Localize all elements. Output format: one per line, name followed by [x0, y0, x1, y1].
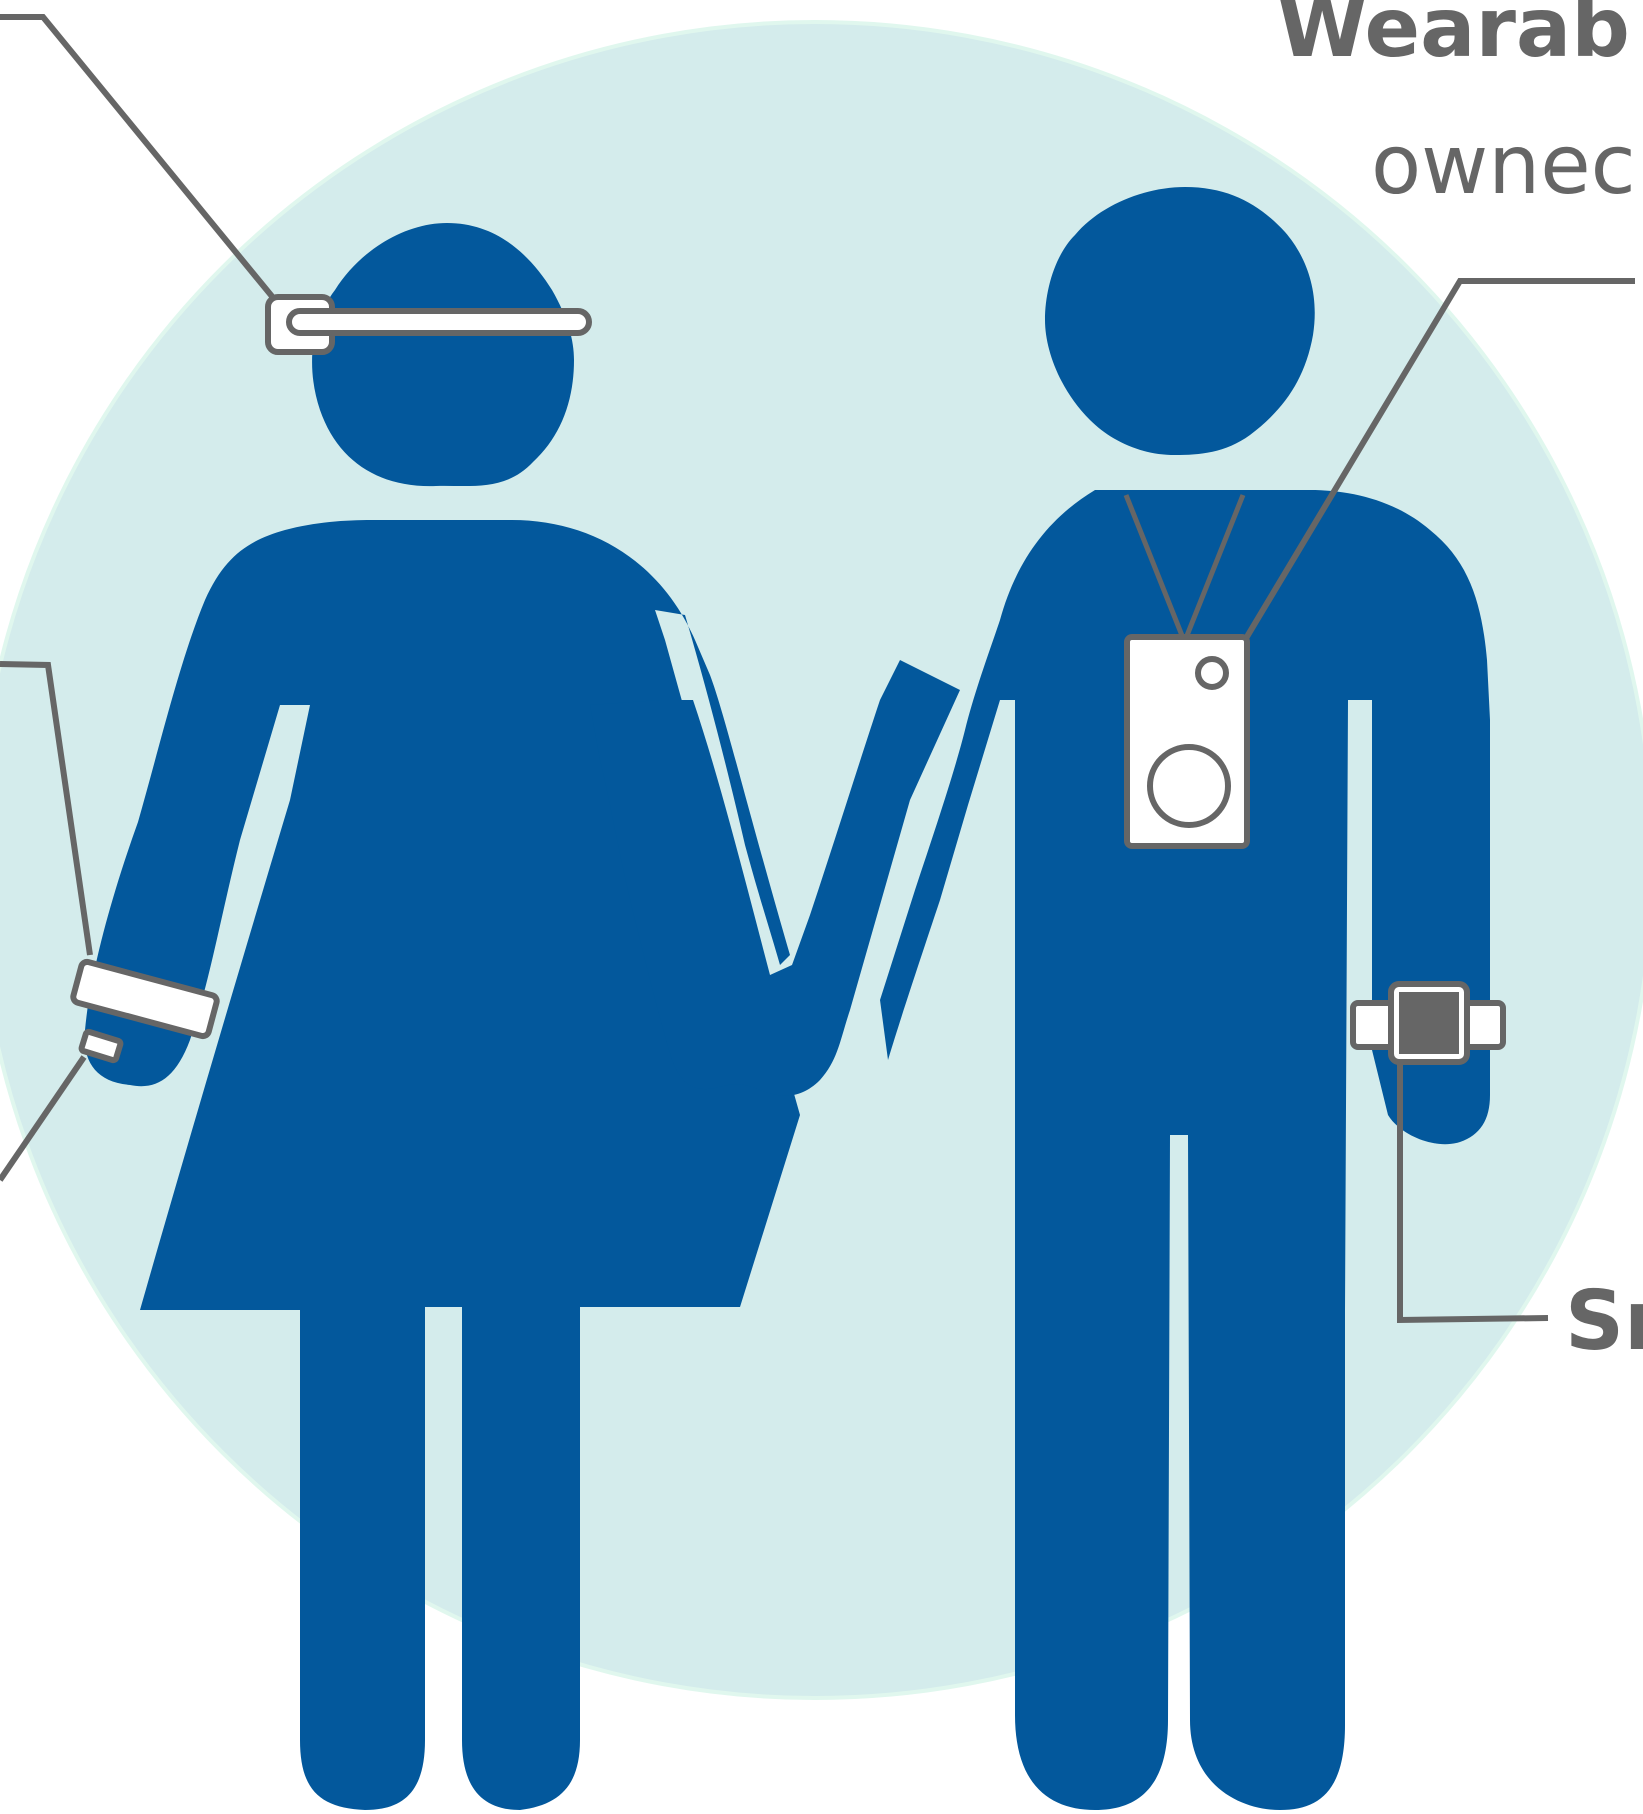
top-right-subtitle: ownec [1371, 118, 1636, 213]
bottom-right-label: Sr [1565, 1274, 1643, 1369]
top-right-title: Wearab [1277, 0, 1630, 76]
